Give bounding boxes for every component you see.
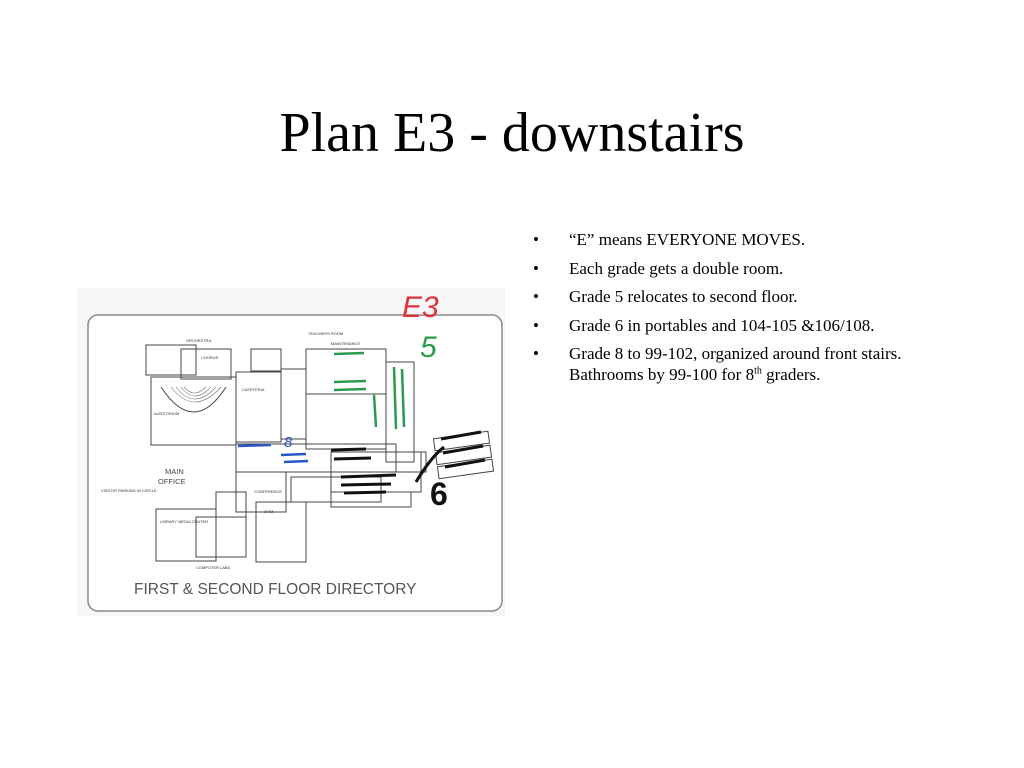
label-orchestra: ORCHESTRA [186,338,211,343]
bullet-item: • Grade 6 in portables and 104-105 &106/1… [533,315,973,336]
annotation-grade5: 5 [420,331,437,364]
slide-title: Plan E3 - downstairs [279,102,745,164]
label-library: LIBRARY MEDIA CENTER [160,519,208,524]
annotation-plan-e3: E3 [402,291,439,324]
plan-card [87,314,503,612]
building-walls [145,344,427,563]
annotation-grade8: 8 [284,434,293,451]
floor-plan-image: ORCHESTRA AUDITORIUM CAFETERIA CONFERENC… [76,287,506,617]
bullet-list: • “E” means EVERYONE MOVES. • Each grade g… [533,229,973,393]
main-office-label-line2: OFFICE [158,477,186,486]
main-office-label-line1: MAIN [165,467,184,476]
label-chorus: CHORUS [201,355,219,360]
label-gym: GYM [264,509,273,514]
bullet-marker: • [533,258,539,278]
label-conference: CONFERENCE [254,489,282,494]
auditorium-seating [170,386,222,403]
bullet-marker: • [533,315,539,335]
floor-plan-caption: FIRST & SECOND FLOOR DIRECTORY [134,581,417,598]
bullet-text: Each grade gets a double room. [569,258,784,278]
bullet-marker: • [533,344,539,363]
bullet-text: “E” means EVERYONE MOVES. [569,230,806,249]
bullet-text: Grade 6 in portables and 104-105 &106/10… [569,315,875,335]
label-maintenance: MAINTENANCE [331,341,360,346]
floor-plan-drawing: ORCHESTRA AUDITORIUM CAFETERIA CONFERENC… [77,288,505,616]
bullet-item: • Each grade gets a double room. [533,258,973,279]
grade8-highlights [237,443,309,464]
bullet-text-tail: graders. [761,365,821,384]
bullet-marker: • [533,230,539,249]
grade5-highlights [333,351,406,430]
bullet-marker: • [533,287,539,306]
bullet-item: • “E” means EVERYONE MOVES. [533,229,973,250]
annotation-grade6: 6 [430,476,448,512]
label-auditorium: AUDITORIUM [154,411,179,416]
bullet-item: • Grade 8 to 99-102, organized around fro… [533,343,973,385]
label-teachers-room: TEACHERS ROOM [308,331,343,336]
bullet-item: • Grade 5 relocates to second floor. [533,286,973,307]
bullet-superscript: th [754,365,762,377]
bullet-text: Grade 8 to 99-102, organized around fron… [569,344,902,384]
label-cafeteria: CAFETERIA [242,387,265,392]
grade6-highlights [330,430,486,495]
label-visitor-parking: VISITOR PARKING IN CIRCLE [101,488,157,493]
bullet-text: Grade 5 relocates to second floor. [569,287,798,306]
label-computer-labs: COMPUTER LABS [196,565,231,570]
